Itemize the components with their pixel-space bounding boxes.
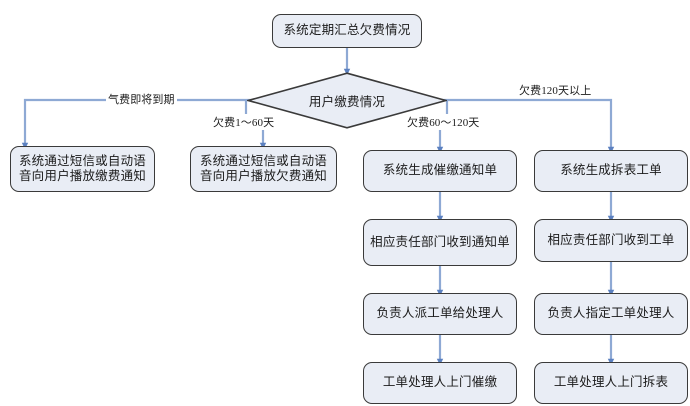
edge-label-branch-1-60: 欠费1～60天 — [211, 114, 277, 130]
node-label: 工单处理人上门拆表 — [553, 375, 669, 390]
wire-branch-over-120 — [439, 98, 615, 154]
diamond-shape — [247, 72, 447, 129]
edge-label-text: 欠费60～120天 — [407, 117, 480, 129]
node-notify-payment-sms[interactable]: 系统通过短信或自动语音向用户播放缴费通知 — [10, 146, 155, 192]
node-label: 系统通过短信或自动语音向用户播放缴费通知 — [18, 153, 146, 183]
node-start[interactable]: 系统定期汇总欠费情况 — [272, 14, 422, 48]
node-leader-assign-order[interactable]: 负责人派工单给处理人 — [363, 293, 517, 335]
node-handler-visit-removal[interactable]: 工单处理人上门拆表 — [534, 362, 688, 404]
node-label: 工单处理人上门催缴 — [382, 375, 498, 390]
edge-label-text: 欠费120天以上 — [519, 85, 592, 97]
node-label: 系统通过短信或自动语音向用户播放欠费通知 — [199, 153, 327, 183]
edge-label-branch-over-120: 欠费120天以上 — [517, 82, 594, 98]
node-label: 负责人派工单给处理人 — [376, 306, 504, 321]
node-label: 系统生成催缴通知单 — [382, 163, 498, 178]
node-leader-designate-handler[interactable]: 负责人指定工单处理人 — [534, 293, 688, 335]
node-generate-removal-order[interactable]: 系统生成拆表工单 — [534, 150, 688, 192]
node-dept-receive-order[interactable]: 相应责任部门收到工单 — [534, 219, 688, 262]
node-generate-dunning-notice[interactable]: 系统生成催缴通知单 — [363, 150, 517, 192]
node-notify-arrears-sms[interactable]: 系统通过短信或自动语音向用户播放欠费通知 — [190, 146, 337, 192]
edge-label-branch-60-120: 欠费60～120天 — [405, 114, 482, 130]
node-label: 负责人指定工单处理人 — [547, 306, 675, 321]
wire-branch-due-soon — [21, 98, 255, 150]
edge-label-branch-due-soon: 气费即将到期 — [106, 91, 177, 107]
node-label: 相应责任部门收到工单 — [547, 232, 675, 247]
edge-label-text: 欠费1～60天 — [213, 117, 275, 129]
node-label: 系统生成拆表工单 — [560, 163, 662, 178]
edge-label-text: 气费即将到期 — [108, 94, 175, 106]
node-label: 相应责任部门收到通知单 — [370, 234, 510, 249]
node-start-label: 系统定期汇总欠费情况 — [283, 23, 411, 38]
node-dept-receive-notice[interactable]: 相应责任部门收到通知单 — [363, 219, 517, 266]
node-handler-visit-dunning[interactable]: 工单处理人上门催缴 — [363, 362, 517, 404]
